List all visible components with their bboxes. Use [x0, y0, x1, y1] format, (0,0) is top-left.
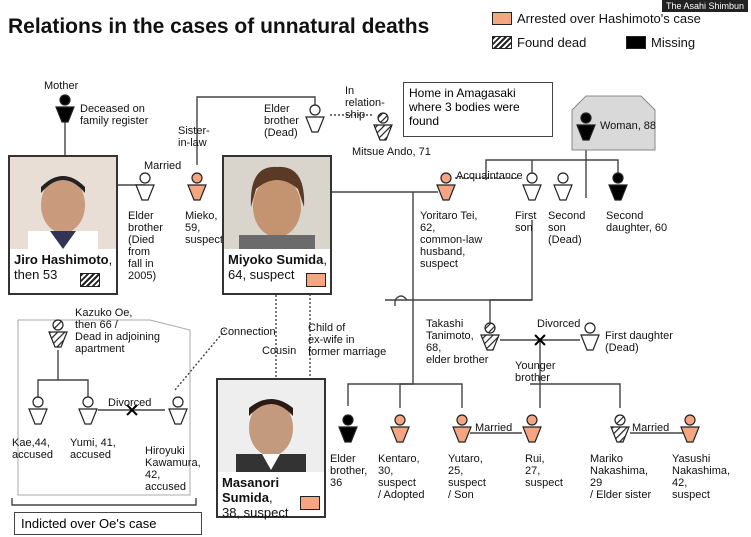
label-rui: Rui, 27, suspect — [525, 453, 563, 489]
person-icon-yumi — [78, 396, 98, 425]
label-married-1: Married — [144, 160, 182, 172]
portrait-jiro: Jiro Hashimoto, then 53 — [8, 155, 118, 295]
person-icon-takashi — [480, 322, 500, 351]
label-connection: Connection — [220, 326, 276, 338]
home-callout: Home in Amagasaki where 3 bodies were fo… — [403, 82, 553, 137]
deceased-note: Deceased on family register — [80, 103, 149, 127]
person-icon-elder-brother-dead — [305, 104, 325, 133]
label-sister-in-law: Sister- in-law — [178, 125, 210, 149]
legend-arrested-label: Arrested over Hashimoto's case — [517, 11, 701, 26]
label-takashi: Takashi Tanimoto, 68, elder brother — [426, 318, 489, 366]
person-icon-woman88 — [576, 112, 596, 141]
label-yasushi: Yasushi Nakashima, 42, suspect — [672, 453, 731, 501]
person-icon-yasushi — [680, 414, 700, 443]
indicted-box: Indicted over Oe's case — [14, 512, 202, 535]
label-cousin: Cousin — [262, 345, 297, 357]
label-mitsue: Mitsue Ando, 71 — [352, 146, 431, 158]
portrait-miyoko: Miyoko Sumida, 64, suspect — [222, 155, 332, 295]
label-married-3: Married — [632, 422, 670, 434]
label-divorced-1: Divorced — [537, 318, 581, 330]
label-mariko: Mariko Nakashima, 29 / Elder sister — [590, 453, 652, 501]
label-divorced-2: Divorced — [108, 397, 152, 409]
person-icon-kentaro — [390, 414, 410, 443]
label-mieko: Mieko, 59, suspect — [185, 210, 223, 246]
legend-dead-label: Found dead — [517, 35, 587, 50]
label-in-relationship: In relation- ship — [345, 85, 385, 121]
person-icon-mieko — [187, 172, 207, 201]
person-icon-hiroyuki — [168, 396, 188, 425]
legend-missing-label: Missing — [651, 35, 696, 50]
label-younger-brother: Younger brother — [515, 360, 556, 384]
person-icon-elder-brother-36 — [338, 414, 358, 443]
portrait-miyoko-name: Miyoko Sumida — [228, 252, 324, 267]
label-acquaintance: Acquaintance — [456, 170, 523, 182]
label-elder-brother-36: Elder brother, 36 — [330, 453, 368, 489]
person-icon-rui — [522, 414, 542, 443]
label-married-2: Married — [475, 422, 513, 434]
person-icon-first-daughter — [580, 322, 600, 351]
label-kae: Kae,44, accused — [12, 437, 53, 461]
label-elder-brother-dead: Elder brother (Dead) — [264, 103, 299, 139]
portrait-masanori-caption: Masanori Sumida, 38, suspect — [222, 475, 326, 520]
portrait-masanori: Masanori Sumida, 38, suspect — [216, 378, 326, 520]
label-kentaro: Kentaro, 30, suspect / Adopted — [378, 453, 425, 501]
portrait-masanori-name: Masanori Sumida — [222, 475, 280, 505]
portrait-miyoko-age: , 64, suspect — [228, 252, 327, 282]
portrait-miyoko-face — [224, 157, 330, 249]
person-icon-kae — [28, 396, 48, 425]
person-icon-first-son — [522, 172, 542, 201]
label-second-daughter: Second daughter, 60 — [606, 210, 668, 234]
person-icon-yoritaro — [436, 172, 456, 201]
portrait-miyoko-status-swatch — [306, 273, 326, 287]
label-second-son: Second son (Dead) — [548, 210, 586, 246]
label-hiroyuki: Hiroyuki Kawamura, 42, accused — [145, 445, 201, 493]
legend-arrested-swatch — [492, 12, 512, 25]
person-icon-yutaro — [452, 414, 472, 443]
label-woman88: Woman, 88 — [600, 120, 657, 132]
label-yutaro: Yutaro, 25, suspect / Son — [448, 453, 486, 501]
portrait-jiro-face — [10, 157, 116, 249]
label-yumi: Yumi, 41, accused — [70, 437, 116, 461]
portrait-masanori-face — [218, 380, 324, 472]
label-kazuko: Kazuko Oe, then 66 / Dead in adjoining a… — [75, 307, 161, 355]
label-first-daughter: First daughter (Dead) — [605, 330, 673, 354]
diagram-title: Relations in the cases of unnatural deat… — [8, 15, 430, 38]
portrait-jiro-name: Jiro Hashimoto — [14, 252, 109, 267]
legend-missing-swatch — [626, 36, 646, 49]
person-icon-kazuko — [48, 319, 68, 348]
legend-dead-swatch — [492, 36, 512, 49]
person-icon-elder-brother-jiro — [135, 172, 155, 201]
label-child-of: Child of ex-wife in former marriage — [308, 322, 387, 358]
portrait-jiro-age: , then 53 — [14, 252, 113, 282]
label-mother: Mother — [44, 80, 79, 92]
label-elder-brother-jiro: Elder brother (Died from fall in 2005) — [128, 210, 163, 282]
portrait-jiro-status-swatch — [80, 273, 100, 287]
person-icon-mariko — [610, 414, 630, 443]
label-first-son: First son — [515, 210, 537, 234]
portrait-masanori-age: , 38, suspect — [222, 490, 289, 520]
person-icon-second-daughter — [608, 172, 628, 201]
person-icon-mother — [55, 94, 75, 123]
portrait-miyoko-caption: Miyoko Sumida, 64, suspect — [228, 252, 332, 282]
person-icon-mitsue — [373, 112, 393, 141]
portrait-jiro-caption: Jiro Hashimoto, then 53 — [14, 252, 118, 282]
credit-label: The Asahi Shimbun — [661, 0, 748, 12]
label-yoritaro: Yoritaro Tei, 62, common-law husband, su… — [420, 210, 483, 270]
person-icon-second-son — [553, 172, 573, 201]
portrait-masanori-status-swatch — [300, 496, 320, 510]
